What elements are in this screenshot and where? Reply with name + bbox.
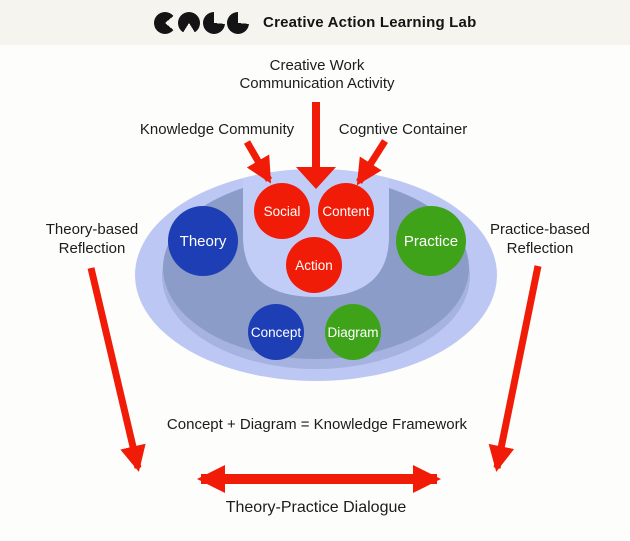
call-logo (153, 11, 250, 34)
node-concept-label: Concept (250, 324, 302, 340)
node-diagram: Diagram (325, 304, 381, 360)
arrow-knowledge-community (243, 140, 273, 184)
logo-glyph-a-icon (178, 11, 201, 34)
logo-glyph-c-icon (153, 11, 176, 34)
top-label: Creative Work Communication Activity (239, 57, 395, 92)
callout-cognitive-container: Cogntive Container (338, 121, 468, 138)
label-theory-practice-dialogue: Theory-Practice Dialogue (225, 499, 407, 516)
logo-glyph-l1-icon (202, 11, 225, 34)
node-social-label: Social (263, 203, 301, 219)
label-theory-based-reflection: Theory-based Reflection (45, 221, 139, 257)
node-theory: Theory (168, 206, 238, 276)
callout-knowledge-community: Knowledge Community (139, 121, 295, 138)
arrow-practice-reflection (488, 265, 542, 472)
node-concept: Concept (248, 304, 304, 360)
arrow-theory-reflection (87, 267, 146, 472)
label-practice-based-reflection: Practice-based Reflection (489, 221, 591, 257)
node-action-label: Action (295, 257, 333, 273)
node-action: Action (286, 237, 342, 293)
node-content: Content (318, 183, 374, 239)
logo-glyph-l2-icon (227, 11, 250, 34)
header-bar: Creative Action Learning Lab (0, 0, 630, 45)
node-content-label: Content (322, 203, 370, 219)
node-social: Social (254, 183, 310, 239)
label-knowledge-framework: Concept + Diagram = Knowledge Framework (166, 416, 468, 433)
node-theory-label: Theory (179, 232, 227, 250)
arrow-cognitive-container (356, 139, 388, 186)
logo-title: Creative Action Learning Lab (263, 14, 477, 31)
node-diagram-label: Diagram (327, 324, 379, 340)
node-practice: Practice (396, 206, 466, 276)
node-practice-label: Practice (403, 232, 459, 250)
